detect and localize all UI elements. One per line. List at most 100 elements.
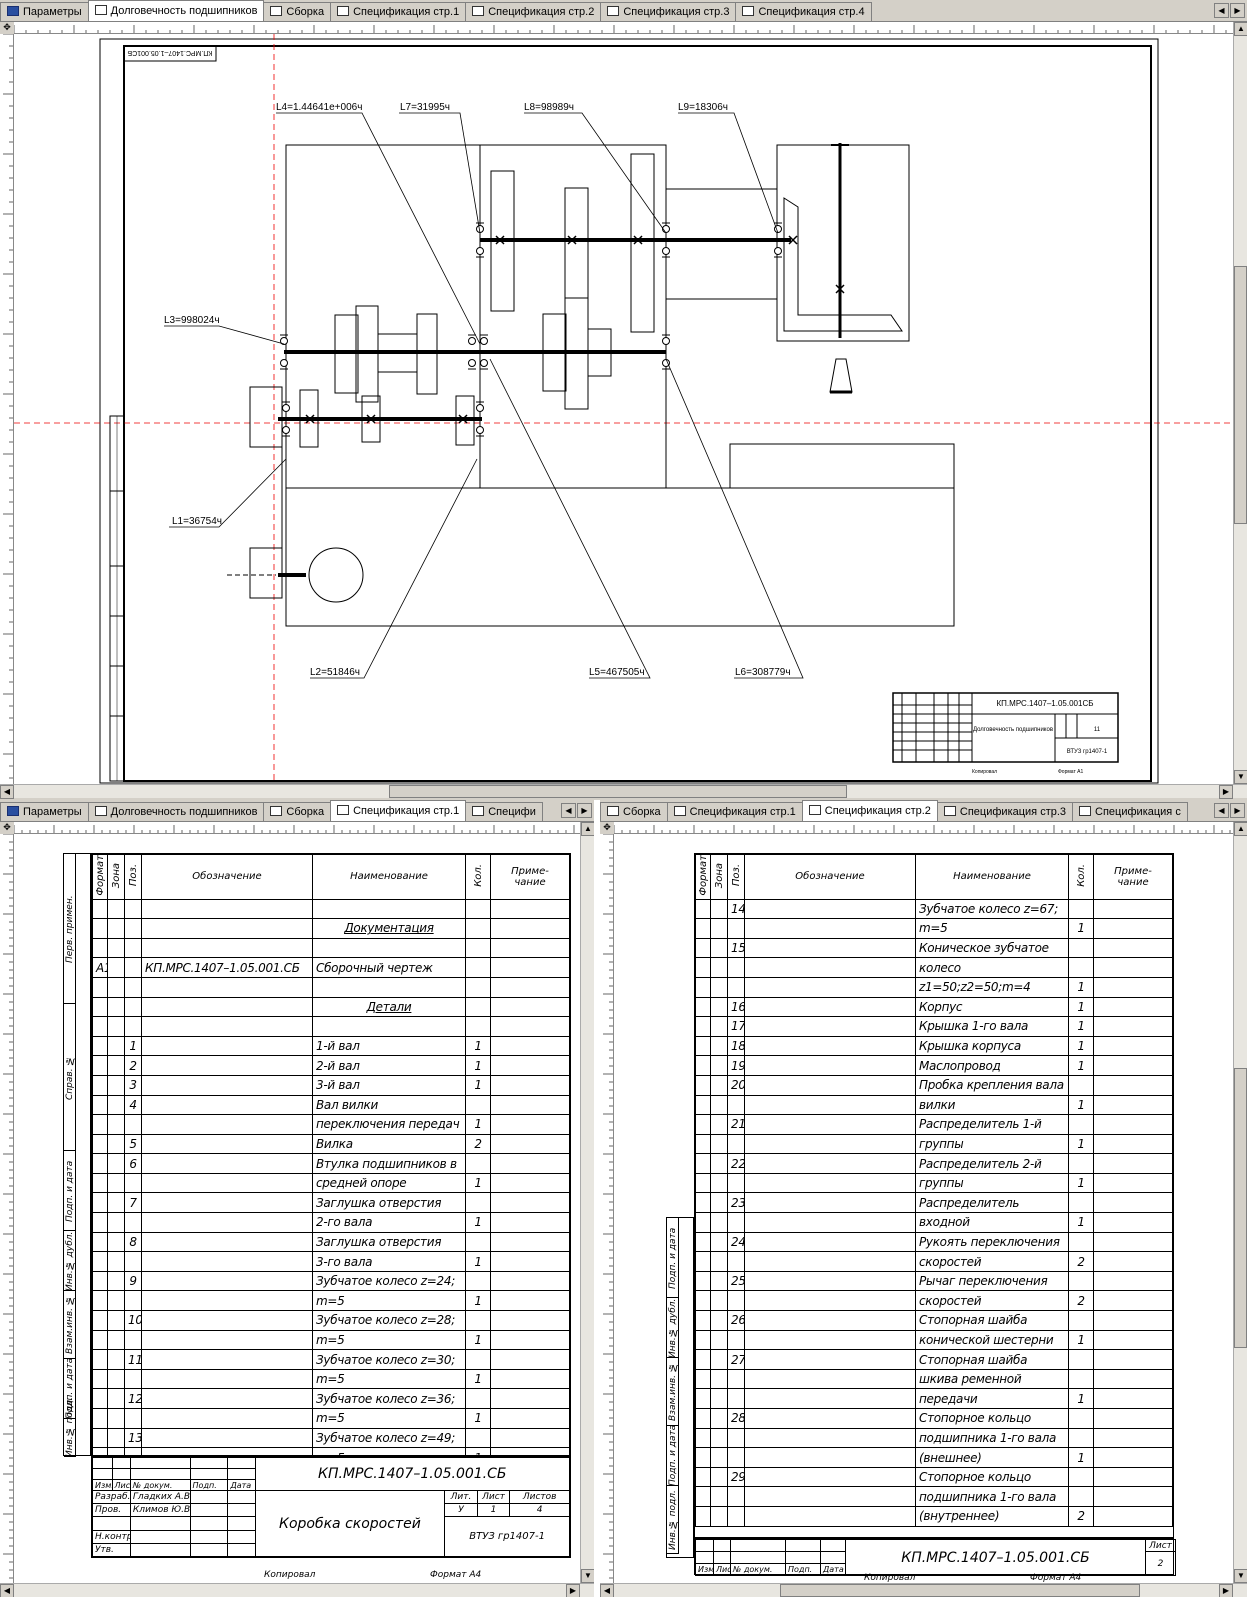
cell-p[interactable] bbox=[727, 1427, 745, 1449]
scroll-up-button[interactable]: ▲ bbox=[1234, 22, 1247, 36]
cell-z[interactable] bbox=[710, 996, 728, 1018]
stamp-cell[interactable] bbox=[227, 1489, 256, 1505]
stamp-cell[interactable] bbox=[129, 1516, 191, 1531]
cell-p[interactable]: 26 bbox=[727, 1310, 745, 1331]
stamp-cell[interactable] bbox=[695, 1551, 714, 1564]
cell-n[interactable]: Вилка bbox=[312, 1133, 466, 1155]
cell-z[interactable] bbox=[107, 976, 125, 998]
cell-f[interactable] bbox=[92, 1310, 108, 1331]
ruler-corner[interactable]: ✥ bbox=[600, 822, 614, 834]
cell-n[interactable]: (внешнее) bbox=[915, 1447, 1069, 1468]
cell-p[interactable]: 28 bbox=[727, 1408, 745, 1429]
tab-next-button[interactable]: ▶ bbox=[577, 803, 592, 818]
cell-f[interactable] bbox=[695, 1212, 711, 1233]
cell-f[interactable] bbox=[92, 976, 108, 998]
cell-note[interactable] bbox=[490, 1231, 570, 1253]
cell-z[interactable] bbox=[710, 1016, 728, 1037]
tab-1[interactable]: Спецификация стр.1 bbox=[666, 802, 803, 821]
cell-p[interactable] bbox=[727, 1368, 745, 1390]
scroll-up-button[interactable]: ▲ bbox=[581, 822, 594, 836]
stamp-cell[interactable]: Н.контр. bbox=[92, 1529, 131, 1544]
cell-f[interactable] bbox=[92, 1212, 108, 1233]
cell-q[interactable] bbox=[1068, 1486, 1094, 1507]
cell-p[interactable]: 5 bbox=[124, 1133, 142, 1155]
cell-d[interactable] bbox=[141, 1388, 313, 1410]
cell-q[interactable] bbox=[1068, 957, 1094, 978]
scroll-down-button[interactable]: ▼ bbox=[581, 1569, 594, 1583]
stamp-cell[interactable]: Лист bbox=[476, 1489, 511, 1505]
cell-f[interactable] bbox=[695, 1427, 711, 1449]
cell-note[interactable] bbox=[1093, 1055, 1173, 1076]
cell-note[interactable] bbox=[1093, 996, 1173, 1018]
cell-note[interactable] bbox=[490, 1094, 570, 1116]
stamp-cell[interactable] bbox=[730, 1539, 786, 1552]
cell-p[interactable] bbox=[124, 957, 142, 978]
cell-f[interactable] bbox=[92, 1270, 108, 1292]
cell-d[interactable] bbox=[744, 1231, 916, 1253]
stamp-cell[interactable] bbox=[713, 1539, 731, 1552]
cell-d[interactable] bbox=[744, 1505, 916, 1527]
cell-z[interactable] bbox=[710, 937, 728, 959]
cell-q[interactable]: 1 bbox=[465, 1035, 491, 1057]
cell-f[interactable] bbox=[92, 1408, 108, 1429]
cell-d[interactable] bbox=[744, 957, 916, 978]
cell-d[interactable] bbox=[744, 1153, 916, 1174]
cell-z[interactable] bbox=[107, 937, 125, 959]
cell-note[interactable] bbox=[490, 898, 570, 920]
cell-n[interactable] bbox=[312, 976, 466, 998]
scroll-thumb[interactable] bbox=[780, 1584, 1140, 1597]
cell-note[interactable] bbox=[1093, 1290, 1173, 1312]
cell-p[interactable] bbox=[727, 1212, 745, 1233]
cell-n[interactable]: вилки bbox=[915, 1094, 1069, 1116]
scroll-right-button[interactable]: ▶ bbox=[1219, 785, 1233, 799]
cell-f[interactable] bbox=[92, 1035, 108, 1057]
cell-d[interactable] bbox=[141, 1114, 313, 1135]
cell-f[interactable] bbox=[695, 1172, 711, 1194]
cell-z[interactable] bbox=[107, 1192, 125, 1214]
cell-q[interactable]: 1 bbox=[465, 1212, 491, 1233]
cell-note[interactable] bbox=[1093, 957, 1173, 978]
stamp-cell[interactable] bbox=[227, 1503, 256, 1518]
cell-note[interactable] bbox=[490, 1251, 570, 1272]
cell-n[interactable]: m=5 bbox=[312, 1368, 466, 1390]
cell-z[interactable] bbox=[107, 1290, 125, 1312]
tab-prev-button[interactable]: ◀ bbox=[1214, 3, 1229, 18]
cell-note[interactable] bbox=[1093, 898, 1173, 920]
cell-d[interactable] bbox=[141, 1290, 313, 1312]
cell-p[interactable]: 14 bbox=[727, 898, 745, 920]
cell-z[interactable] bbox=[107, 898, 125, 920]
cell-q[interactable]: 1 bbox=[1068, 1172, 1094, 1194]
cell-f[interactable] bbox=[695, 957, 711, 978]
cell-z[interactable] bbox=[107, 1251, 125, 1272]
cell-note[interactable] bbox=[1093, 1310, 1173, 1331]
cell-p[interactable]: 7 bbox=[124, 1192, 142, 1214]
cell-f[interactable] bbox=[92, 937, 108, 959]
cell-note[interactable] bbox=[490, 918, 570, 939]
tab-1[interactable]: Долговечность подшипников bbox=[87, 802, 265, 821]
cell-p[interactable] bbox=[124, 976, 142, 998]
cell-p[interactable]: 2 bbox=[124, 1055, 142, 1076]
cell-z[interactable] bbox=[710, 1329, 728, 1351]
stamp-cell[interactable]: Лист bbox=[713, 1563, 731, 1576]
cell-q[interactable] bbox=[465, 1016, 491, 1037]
cell-f[interactable] bbox=[695, 1133, 711, 1155]
cell-p[interactable] bbox=[124, 898, 142, 920]
cell-q[interactable]: 1 bbox=[465, 1074, 491, 1096]
cell-n[interactable]: Зубчатое колесо z=36; bbox=[312, 1388, 466, 1410]
cell-note[interactable] bbox=[1093, 1172, 1173, 1194]
cell-q[interactable] bbox=[1068, 1074, 1094, 1096]
cell-p[interactable] bbox=[124, 1114, 142, 1135]
cell-note[interactable] bbox=[1093, 1251, 1173, 1272]
cell-note[interactable] bbox=[1093, 1427, 1173, 1449]
cell-z[interactable] bbox=[107, 918, 125, 939]
cell-z[interactable] bbox=[710, 1349, 728, 1370]
cell-d[interactable] bbox=[744, 976, 916, 998]
cell-d[interactable] bbox=[141, 1133, 313, 1155]
cell-z[interactable] bbox=[107, 1172, 125, 1194]
cell-note[interactable] bbox=[490, 1388, 570, 1410]
cell-note[interactable] bbox=[490, 1133, 570, 1155]
cell-n[interactable]: группы bbox=[915, 1172, 1069, 1194]
cell-p[interactable]: 16 bbox=[727, 996, 745, 1018]
cell-p[interactable] bbox=[124, 918, 142, 939]
cell-f[interactable] bbox=[92, 1133, 108, 1155]
